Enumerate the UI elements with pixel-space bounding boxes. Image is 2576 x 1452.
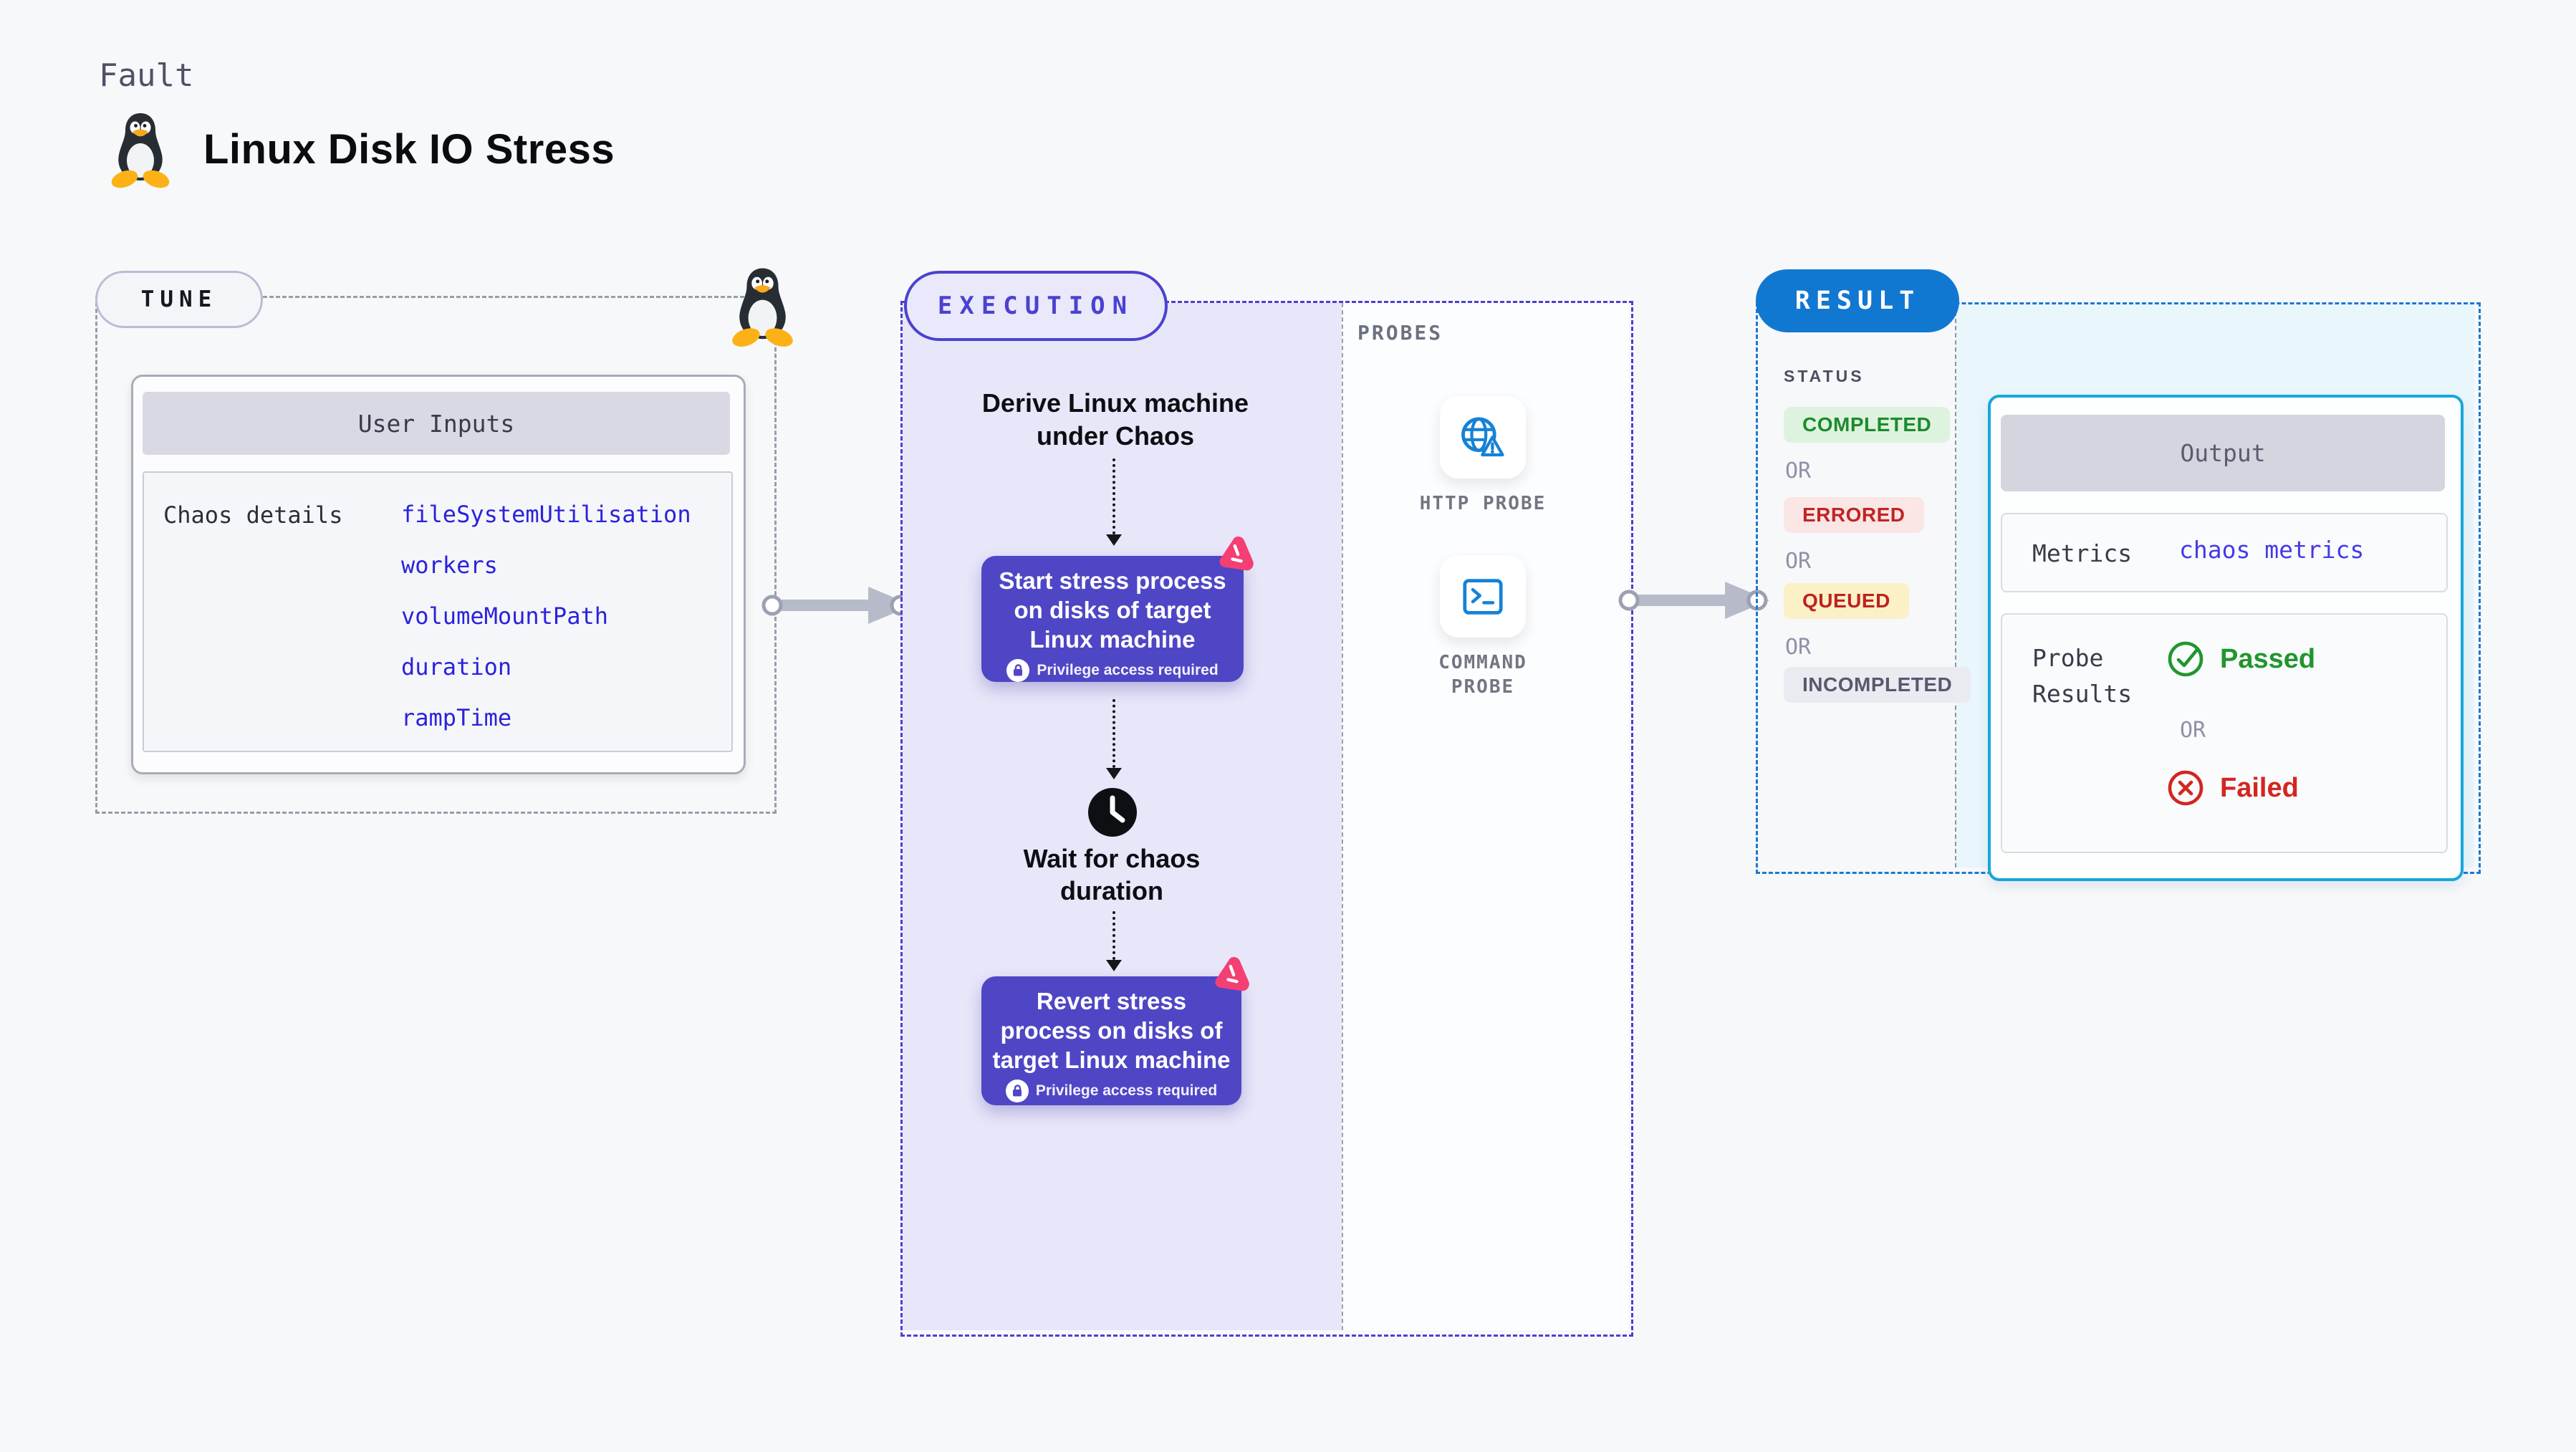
or-separator: OR [1785,635,1812,660]
derive-step-text: Derive Linux machine under Chaos [981,388,1249,451]
http-probe-label: HTTP PROBE [1419,493,1547,514]
tux-penguin-icon [109,113,172,189]
fault-kind-label: Fault [99,57,194,94]
tune-section-box [95,296,777,814]
check-circle-icon [2168,641,2203,677]
x-circle-icon [2168,770,2203,806]
input-value: fileSystemUtilisation [401,501,691,528]
status-badge-queued: QUEUED [1784,583,1909,619]
user-inputs-table [143,471,733,752]
probe-results-row: Probe Results Passed OR Failed [2001,613,2448,853]
chaos-logo-icon [1213,956,1251,994]
tux-penguin-icon [729,268,796,348]
chaos-details-values: fileSystemUtilisation workers volumeMoun… [401,500,691,732]
arrow-tune-to-execution [764,584,910,627]
status-badge-incompleted: INCOMPLETED [1784,667,1971,703]
start-stress-text: Start stress process on disks of target … [999,567,1226,653]
status-badge-completed: COMPLETED [1784,407,1951,443]
input-value: rampTime [401,704,512,731]
input-value: workers [401,552,498,579]
metrics-value: chaos metrics [2179,536,2365,564]
globe-warning-icon [1461,417,1504,456]
start-stress-node: Start stress process on disks of target … [981,556,1244,682]
wait-step-text: Wait for chaos duration [1023,844,1201,905]
execution-section-box [900,301,1633,1337]
tune-section-pill: TUNE [95,271,263,328]
lock-icon [1005,1080,1029,1102]
input-value: volumeMountPath [401,602,608,630]
privilege-badge-text: Privilege access required [1037,662,1219,678]
command-probe-card [1440,555,1526,638]
output-title: Output [2180,439,2266,467]
revert-stress-node: Revert stress process on disks of target… [981,976,1241,1105]
passed-text: Passed [2220,643,2316,674]
arrow-execution-to-result [1620,579,1767,622]
tune-section-label: TUNE [140,287,218,312]
input-value: duration [401,653,512,681]
clock-icon [1088,788,1137,837]
terminal-icon [1463,578,1503,615]
revert-stress-text: Revert stress process on disks of target… [992,988,1231,1073]
privilege-badge-text: Privilege access required [1035,1082,1218,1099]
user-inputs-header: User Inputs [143,392,730,455]
metrics-label: Metrics [2032,539,2133,567]
metrics-row: Metrics chaos metrics [2001,513,2448,592]
probes-section-label: PROBES [1357,321,1443,345]
lock-icon [1006,659,1030,682]
execution-section-pill: EXECUTION [904,271,1168,341]
result-section-pill: RESULT [1756,269,1959,332]
http-probe-card [1440,396,1526,479]
or-separator: OR [1785,549,1812,574]
passed-verdict: Passed [2167,640,2315,678]
user-inputs-title: User Inputs [357,409,515,438]
probe-results-label: Probe Results [2032,644,2133,708]
execution-section-label: EXECUTION [937,292,1135,320]
chaos-details-label: Chaos details [163,501,343,529]
or-separator: OR [2180,718,2206,743]
privilege-badge: Privilege access required [981,659,1244,682]
page-header: Linux Disk IO Stress [105,109,615,189]
failed-text: Failed [2220,772,2299,803]
failed-verdict: Failed [2167,769,2299,807]
command-probe-label: COMMAND PROBE [1438,652,1527,698]
privilege-badge: Privilege access required [981,1080,1241,1102]
chaos-logo-icon [1218,536,1255,573]
result-section-label: RESULT [1794,287,1921,315]
page-title: Linux Disk IO Stress [203,125,615,173]
status-badge-errored: ERRORED [1784,497,1924,533]
status-heading: STATUS [1784,367,1865,385]
output-header: Output [2001,415,2445,491]
result-divider [1955,304,1956,867]
or-separator: OR [1785,458,1812,484]
